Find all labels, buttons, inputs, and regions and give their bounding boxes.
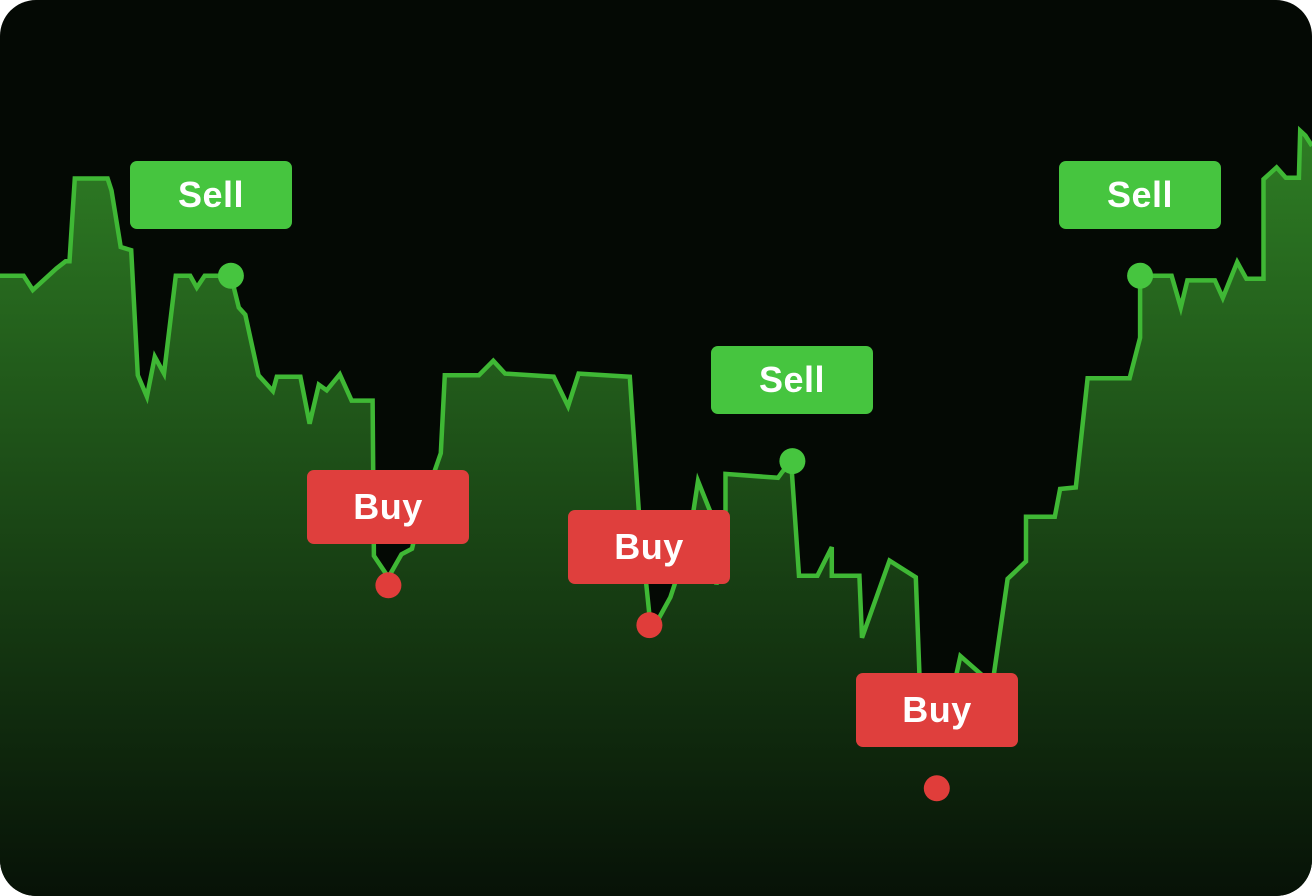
sell-signal-label: Sell [130,161,292,229]
sell-signal-label: Sell [1059,161,1221,229]
buy-signal-marker [375,572,402,599]
sell-signal-marker [217,262,244,289]
signal-markers [217,262,1154,802]
buy-signal-label: Buy [307,470,469,544]
buy-signal-marker [923,775,950,802]
sell-signal-label: Sell [711,346,873,414]
buy-signal-label: Buy [856,673,1018,747]
buy-signal-marker [636,612,663,639]
sell-signal-marker [779,448,806,475]
buy-signal-label: Buy [568,510,730,584]
sell-signal-marker [1127,262,1154,289]
